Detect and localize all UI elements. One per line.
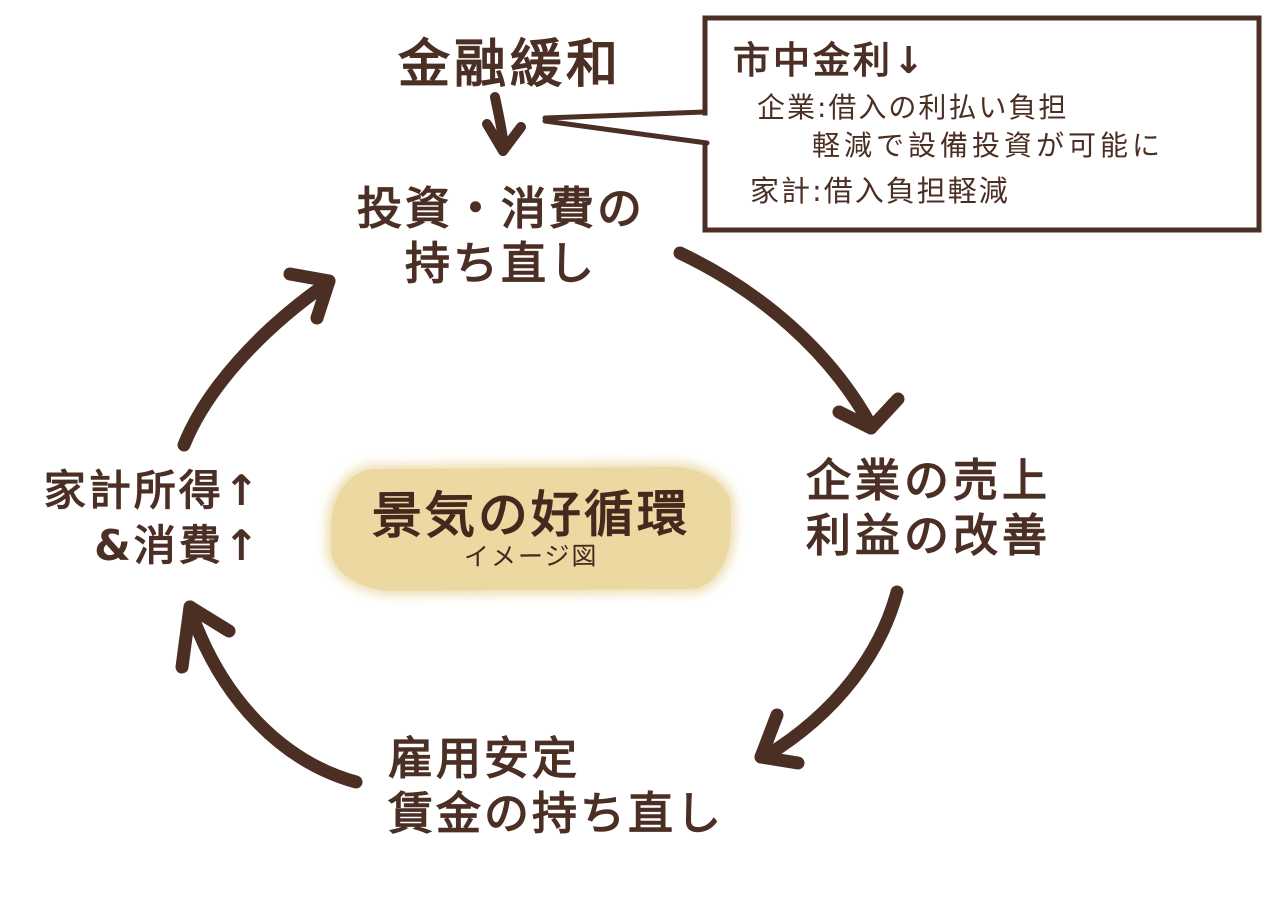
cycle-arrow-top-to-right-icon bbox=[673, 246, 905, 435]
cycle-node-line: &消費↑ bbox=[94, 520, 262, 570]
monetary-easing-down-arrow-icon bbox=[482, 92, 526, 156]
cycle-arrow-right-to-bottom-icon bbox=[754, 585, 904, 770]
diagram-title: 景気の好循環 bbox=[371, 484, 691, 545]
callout-tail-upper-line bbox=[542, 109, 707, 121]
source-label: 金融緩和 bbox=[398, 35, 623, 95]
callout-household-line: 家計:借入負担軽減 bbox=[750, 174, 1010, 208]
callout-corporate-line1: 企業:借入の利払い負担 bbox=[757, 91, 1069, 124]
cycle-node-line: 企業の売上 bbox=[806, 454, 1052, 507]
callout-corporate-line2: 軽減で設備投資が可能に bbox=[812, 129, 1165, 162]
cycle-node-line: 投資・消費の bbox=[356, 182, 645, 235]
diagram-subtitle: イメージ図 bbox=[463, 541, 599, 571]
cycle-node-investment-consumption: 投資・消費の 持ち直し bbox=[335, 182, 667, 292]
cycle-arrow-bottom-to-left-icon bbox=[175, 600, 363, 789]
cycle-node-household-income: 家計所得↑ &消費↑ bbox=[6, 464, 262, 573]
cycle-node-corporate-profit: 企業の売上 利益の改善 bbox=[806, 454, 1051, 564]
cycle-node-line: 持ち直し bbox=[404, 236, 597, 290]
cycle-arrow-left-to-top-icon bbox=[177, 267, 336, 452]
cycle-node-line: 家計所得↑ bbox=[43, 466, 262, 515]
cycle-node-line: 利益の改善 bbox=[806, 508, 1052, 562]
callout-tail-lower-line bbox=[542, 118, 710, 146]
callout-box-outline bbox=[542, 15, 1262, 233]
cycle-node-line: 雇用安定 bbox=[388, 732, 581, 785]
cycle-node-employment-wages: 雇用安定 賃金の持ち直し bbox=[388, 732, 724, 842]
callout-title: 市中金利↓ bbox=[733, 39, 928, 82]
center-title-highlight: 景気の好循環 イメージ図 bbox=[330, 466, 732, 592]
cycle-node-line: 賃金の持ち直し bbox=[388, 786, 725, 840]
